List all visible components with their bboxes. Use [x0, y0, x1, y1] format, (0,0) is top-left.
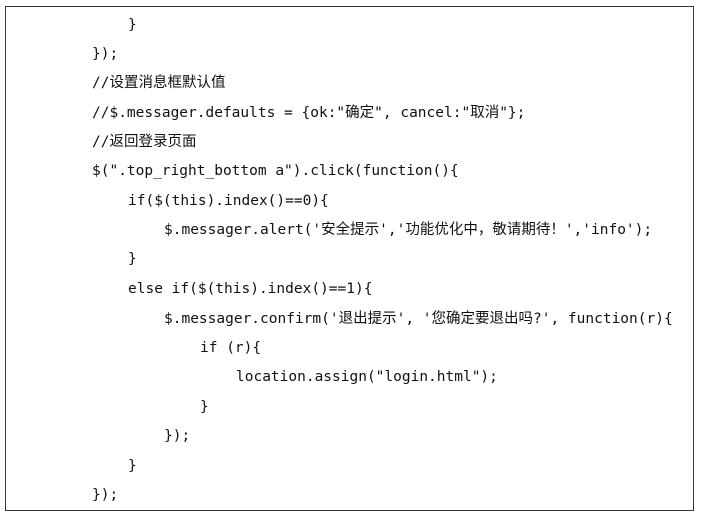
code-line: $(".top_right_bottom a").click(function(… [92, 163, 459, 179]
code-line: if (r){ [200, 340, 262, 356]
code-line: else if($(this).index()==1){ [128, 281, 373, 297]
code-line: }); [164, 428, 191, 444]
code-line: location.assign("login.html"); [236, 369, 498, 385]
code-line: }); [92, 487, 119, 503]
code-line: $.messager.confirm('退出提示', '您确定要退出吗?', f… [164, 311, 673, 327]
code-line: //设置消息框默认值 [92, 75, 226, 91]
code-line: } [128, 458, 137, 474]
code-line: if($(this).index()==0){ [128, 193, 329, 209]
code-line: //返回登录页面 [92, 134, 197, 150]
code-line: } [200, 399, 209, 415]
code-line: } [128, 17, 137, 33]
code-line: $.messager.alert('安全提示','功能优化中，敬请期待！','i… [164, 222, 653, 238]
code-block-frame: } }); //设置消息框默认值 //$.messager.defaults =… [5, 6, 694, 511]
code-line: } [128, 251, 137, 267]
code-line: //$.messager.defaults = {ok:"确定", cancel… [92, 105, 526, 121]
code-line: }); [92, 46, 119, 62]
